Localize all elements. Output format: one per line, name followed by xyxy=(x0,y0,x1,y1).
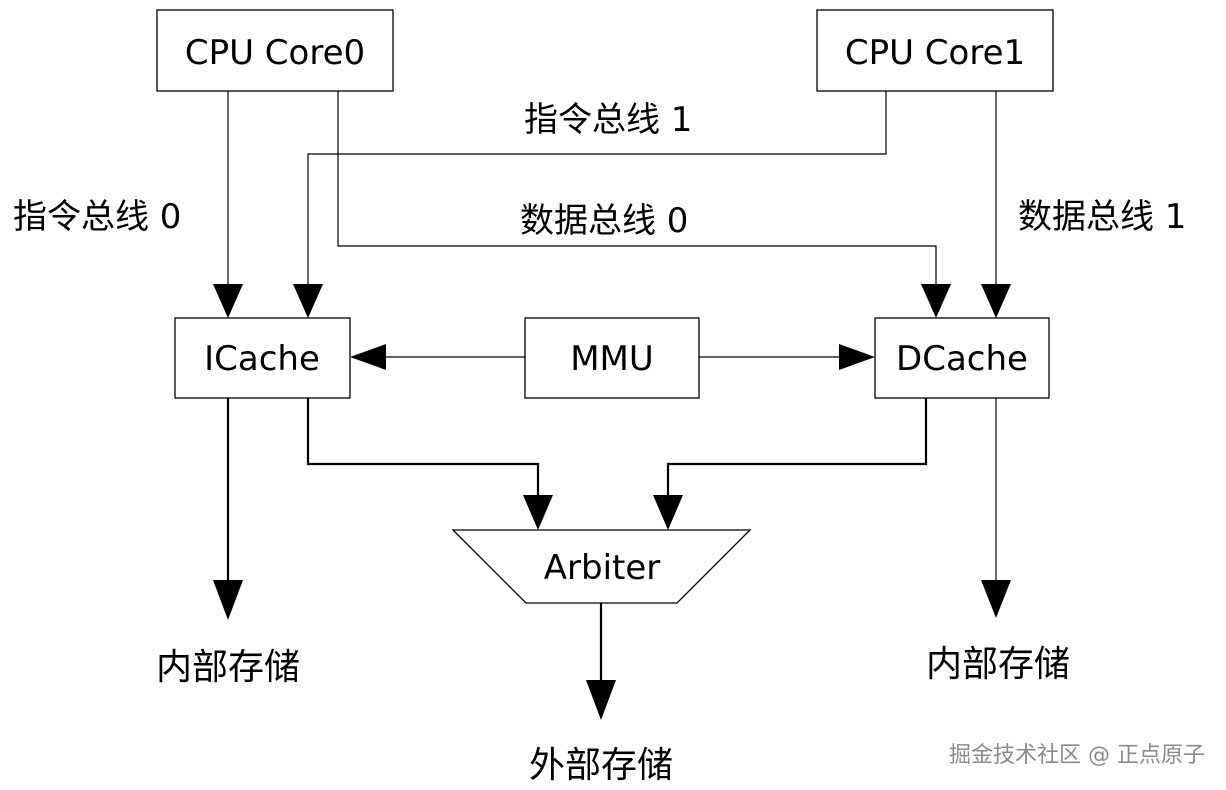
instr-bus-1-label: 指令总线 1 xyxy=(524,100,692,140)
icache-box: ICache xyxy=(174,317,351,399)
instr-bus-0-label: 指令总线 0 xyxy=(13,197,181,237)
cpu-core1-box: CPU Core1 xyxy=(816,9,1054,92)
internal-memory-right-label: 内部存储 xyxy=(926,644,1070,685)
arrowhead-internal-right xyxy=(981,580,1011,618)
arrowhead-arbiter-right xyxy=(653,495,683,530)
arrowhead-internal-left xyxy=(213,580,243,620)
arbiter-shape: Arbiter xyxy=(451,529,752,604)
data-bus-0-label: 数据总线 0 xyxy=(520,201,688,241)
wire-icache-to-arbiter xyxy=(306,398,540,497)
arrowhead-mmu-icache xyxy=(350,344,386,370)
external-memory-label: 外部存储 xyxy=(529,745,673,786)
wire-data-bus-0 xyxy=(337,91,937,285)
internal-memory-left-label: 内部存储 xyxy=(156,647,300,688)
arbiter-label: Arbiter xyxy=(544,548,661,588)
arrowhead-dcache-data0 xyxy=(921,284,951,318)
icache-label: ICache xyxy=(204,339,320,379)
mmu-label: MMU xyxy=(570,339,654,379)
arrowhead-external xyxy=(586,680,616,720)
cpu-core1-label: CPU Core1 xyxy=(845,33,1025,73)
arrowhead-icache-instr1 xyxy=(293,284,323,318)
arrowhead-dcache-data1 xyxy=(981,284,1011,318)
arrowhead-arbiter-left xyxy=(523,495,553,530)
wire-dcache-to-arbiter xyxy=(666,398,928,497)
cpu-core0-box: CPU Core0 xyxy=(156,9,394,92)
dcache-box: DCache xyxy=(874,317,1050,399)
dcache-label: DCache xyxy=(896,339,1028,379)
watermark-text: 掘金技术社区 @ 正点原子 xyxy=(949,743,1205,768)
wire-instr-bus-1 xyxy=(307,91,887,285)
arrowhead-icache-instr0 xyxy=(213,284,243,318)
arrowhead-mmu-dcache xyxy=(839,344,875,370)
cpu-core0-label: CPU Core0 xyxy=(185,33,365,73)
data-bus-1-label: 数据总线 1 xyxy=(1018,197,1186,237)
mmu-box: MMU xyxy=(524,317,700,399)
